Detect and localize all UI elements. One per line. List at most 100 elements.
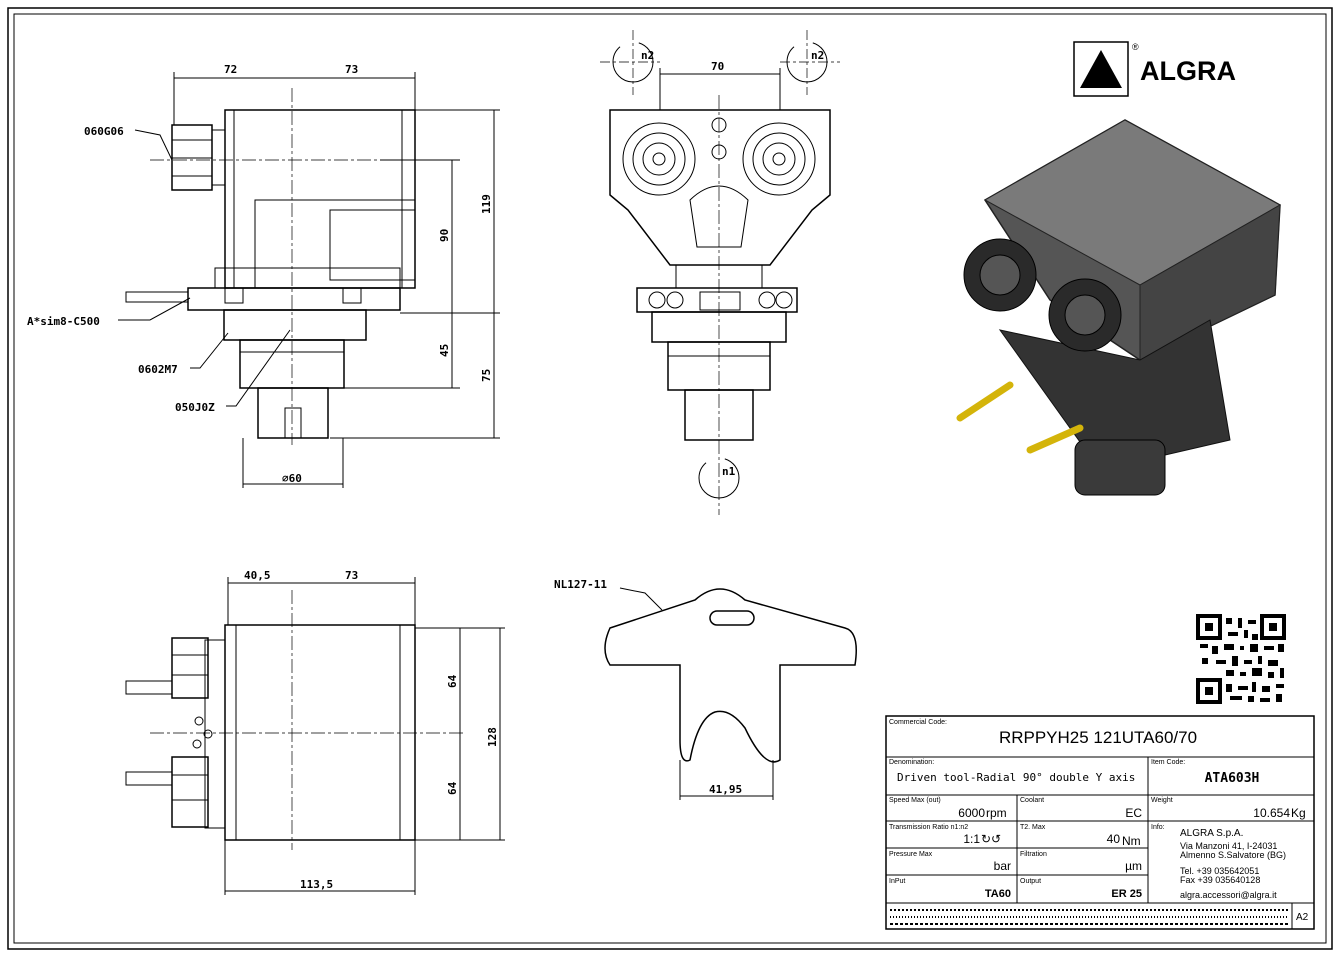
bottom-housing	[224, 624, 416, 841]
flange-top	[214, 267, 401, 289]
company: ALGRA S.p.A.	[1180, 828, 1243, 839]
dim-45: 45	[438, 344, 451, 357]
port	[203, 729, 213, 739]
dim-diameter: ∅60	[282, 472, 302, 485]
title-block-frame	[885, 715, 1315, 930]
render-coolant-pipe	[1026, 424, 1084, 454]
torque-value: 40	[1107, 832, 1121, 846]
render-spindle-right-inner	[1064, 294, 1106, 336]
torque-label: T2. Max	[1020, 824, 1046, 831]
title-block	[885, 715, 1315, 930]
item-code-label: Item Code:	[1151, 759, 1185, 766]
spindle-left-inner	[632, 132, 686, 186]
dim-119: 119	[480, 194, 493, 214]
callout-ring: 050J0Z	[175, 401, 215, 414]
key-plate	[604, 588, 857, 763]
dim-64-lower: 64	[446, 781, 459, 795]
render-shank	[1074, 439, 1166, 496]
leader-ring	[226, 329, 291, 407]
fax: Fax +39 035640128	[1180, 875, 1260, 885]
front-housing	[609, 109, 831, 266]
address-line-1: Via Manzoni 41, I-24031	[1180, 841, 1277, 851]
spindle-left-core	[642, 142, 676, 176]
dim-4195: 41,95	[709, 783, 742, 796]
side-view-labels: 72 73 060G06 A*sim8-C500 0602M7 050J0Z ∅…	[27, 63, 493, 485]
flange	[187, 287, 401, 311]
dim-64-upper: 64	[446, 674, 459, 688]
qr-code	[1196, 614, 1286, 704]
port	[192, 739, 202, 749]
algra-logo: ALGRA ®	[1073, 41, 1236, 97]
coolant-port	[775, 291, 793, 309]
bottom-view	[125, 577, 505, 895]
qr-modules	[1200, 618, 1284, 702]
denomination: Driven tool-Radial 90° double Y axis	[897, 771, 1135, 784]
dim-75: 75	[480, 369, 493, 382]
coolant-value: EC	[1125, 806, 1142, 820]
sheet-size: A2	[1296, 912, 1309, 923]
shank-flange	[223, 309, 367, 341]
rotation-label-left: n2	[641, 49, 654, 62]
pressure-unit: bar	[994, 859, 1011, 873]
telephone: Tel. +39 035642051	[1180, 866, 1259, 876]
torque-unit: Nm	[1122, 834, 1141, 848]
dim-1135: 113,5	[300, 878, 333, 891]
callout-seal: 0602M7	[138, 363, 178, 376]
bottom-flange	[204, 639, 226, 829]
output-label: Output	[1020, 878, 1041, 885]
spindle-left-bore	[652, 152, 666, 166]
product-render	[956, 119, 1282, 496]
email: algra.accessori@algra.it	[1180, 890, 1277, 900]
filtration-unit: µm	[1125, 859, 1142, 873]
coolant-port	[758, 291, 776, 309]
dim-405: 40,5	[244, 569, 271, 582]
callout-coolant: A*sim8-C500	[27, 315, 100, 328]
render-side-face	[1139, 204, 1281, 361]
key-slot	[709, 610, 755, 626]
denomination-label: Denomination:	[889, 759, 934, 766]
filtration-label: Filtration	[1020, 851, 1047, 858]
render-spindle-left-inner	[979, 254, 1021, 296]
coolant-pipe-upper	[125, 680, 173, 695]
housing-window	[329, 209, 416, 281]
rotation-label-right: n2	[811, 49, 824, 62]
qr-finder	[1196, 678, 1222, 704]
ratio-label: Transmission Ratio n1:n2	[889, 824, 968, 831]
dim-72: 72	[224, 63, 237, 76]
input-label: InPut	[889, 878, 905, 885]
callout-collet: 060G06	[84, 125, 124, 138]
head-housing	[224, 109, 416, 289]
spindle-right-core	[762, 142, 796, 176]
collet-upper	[171, 637, 209, 699]
coolant-label: Coolant	[1020, 797, 1044, 804]
outer-border	[7, 7, 1333, 950]
dim-90: 90	[438, 229, 451, 242]
output-value: ER 25	[1111, 888, 1142, 900]
qr-finder-core	[1205, 687, 1213, 695]
spindle-right-bore	[772, 152, 786, 166]
spindle-right	[742, 122, 816, 196]
dim-70: 70	[711, 60, 724, 73]
side-view	[118, 72, 500, 488]
title-block-text: Commercial Code: RRPPYH25 121UTA60/70 De…	[889, 719, 1309, 923]
front-view	[600, 30, 840, 515]
callout-key: NL127-11	[554, 578, 607, 591]
leader-collet	[134, 129, 173, 161]
logo-triangle-icon	[1080, 50, 1122, 88]
spindle-left	[622, 122, 696, 196]
ratio-symbol-icon: ↻↺	[981, 832, 1001, 846]
collet-body	[211, 129, 226, 186]
coolant-port	[666, 291, 684, 309]
coolant-port	[648, 291, 666, 309]
logo-registered: ®	[1132, 42, 1139, 52]
leader-coolant	[118, 297, 191, 321]
coolant-pipe	[125, 291, 189, 303]
collet-lower	[171, 756, 209, 828]
key-view	[604, 587, 857, 800]
weight-label: Weight	[1151, 797, 1173, 804]
flange-pocket	[342, 287, 362, 304]
shank-tang	[257, 387, 329, 439]
leader-seal	[190, 332, 229, 369]
logo-text: ALGRA	[1140, 56, 1236, 86]
housing-lower	[254, 199, 416, 289]
